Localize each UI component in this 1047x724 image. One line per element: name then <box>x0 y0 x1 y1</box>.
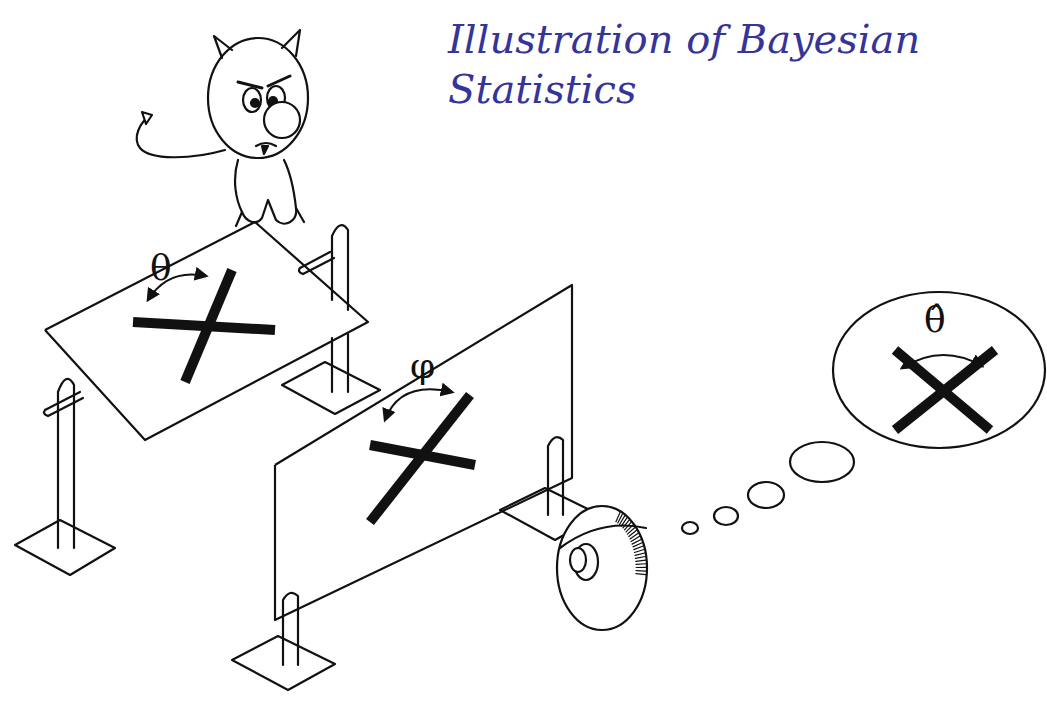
eyelash-stroke <box>626 525 633 532</box>
eyelash-stroke <box>634 546 643 550</box>
cross-bar <box>895 350 990 430</box>
bubble-outline <box>833 292 1045 448</box>
eyelash-stroke <box>635 553 645 555</box>
board-outline <box>270 280 576 625</box>
cross-bar <box>370 445 475 465</box>
eye-observer <box>557 506 647 630</box>
belief-bubble: θ̂ <box>830 288 1047 452</box>
stand-post <box>232 593 335 690</box>
angle-arc <box>902 355 982 368</box>
stand-post <box>15 379 115 575</box>
thought-bubble <box>682 442 854 534</box>
handwritten-title: Illustration of Bayesian Statistics <box>448 14 948 114</box>
eyelash-stroke <box>625 522 632 530</box>
eyelash-stroke <box>623 520 629 528</box>
angle-symbol: φ <box>410 348 435 384</box>
eyelash-stroke <box>636 567 646 568</box>
cross-bar <box>185 270 232 382</box>
upright-board: φ <box>270 280 576 625</box>
cross-bar <box>895 350 995 430</box>
devil-figure <box>137 30 308 226</box>
angle-arc <box>148 274 206 300</box>
angle-arc <box>385 389 452 420</box>
board-panel <box>275 285 572 620</box>
eyelash-stroke <box>635 557 645 559</box>
tilted-board: θ <box>38 216 374 446</box>
board-outline <box>38 216 374 446</box>
eyelash-stroke <box>636 570 646 572</box>
eyelash-stroke <box>636 563 646 565</box>
cross-bar <box>370 395 470 522</box>
board-outline <box>830 288 1047 452</box>
eyelash-stroke <box>621 518 627 526</box>
angle-symbol: θ <box>150 250 172 286</box>
stand-post <box>282 225 380 414</box>
angle-symbol: θ̂ <box>924 302 946 338</box>
eyelash-hatching <box>616 513 646 575</box>
eyelash-stroke <box>636 560 646 561</box>
board-panel <box>45 222 368 440</box>
eyelash-stroke <box>634 549 644 552</box>
cross-bar <box>133 322 275 330</box>
eyelash-stroke <box>633 543 642 547</box>
eyelash-stroke <box>636 574 646 575</box>
